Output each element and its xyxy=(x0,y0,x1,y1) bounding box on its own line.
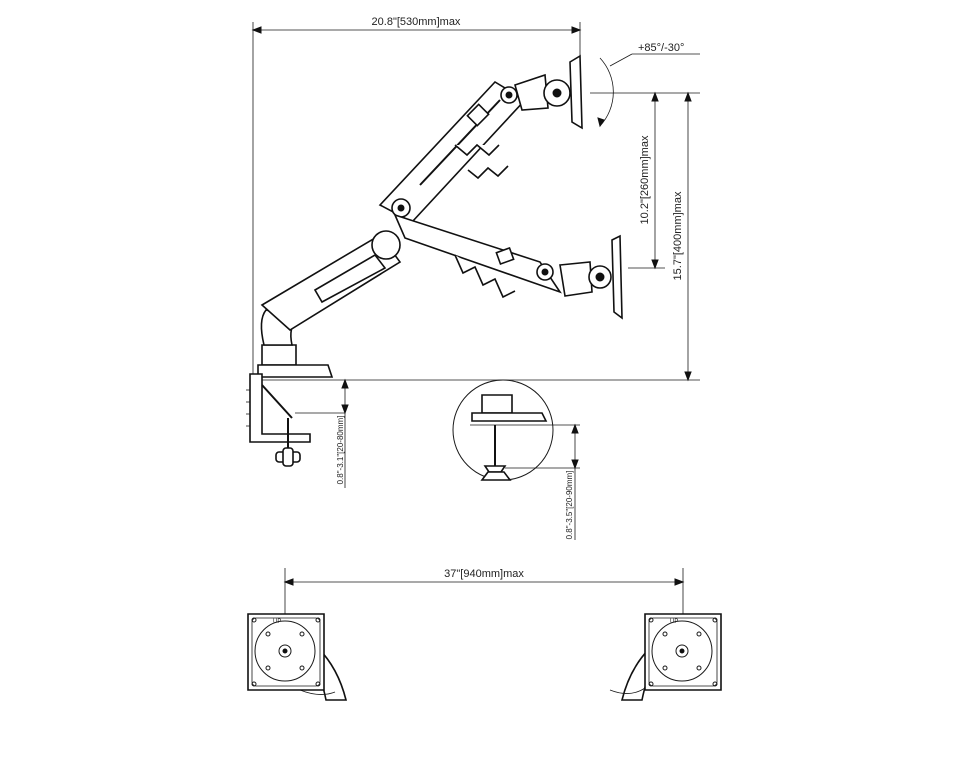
arm-reach-dimension: 20.8"[530mm]max xyxy=(251,16,582,375)
vesa-span-dimension: 37"[940mm]max xyxy=(283,568,685,660)
arm-reach-label: 20.8"[530mm]max xyxy=(372,16,461,28)
tilt-label: +85°/-30° xyxy=(638,42,684,54)
vesa-span-label: 37"[940mm]max xyxy=(444,568,524,580)
vesa-plate-left: UP xyxy=(247,613,348,701)
desk-clamp: 0.8"-3.1"[20-80mm] xyxy=(246,373,349,488)
total-height-label: 15.7"[400mm]max xyxy=(672,191,684,280)
grommet-mount-detail: 0.8"-3.5"[20-90mm] xyxy=(452,379,580,540)
grommet-thickness-label: 0.8"-3.5"[20-90mm] xyxy=(565,471,574,540)
vesa-plate-right-label: UP xyxy=(670,619,678,625)
total-height-dimension: 15.7"[400mm]max xyxy=(253,91,700,382)
lift-range-dimension: 10.2"[260mm]max xyxy=(590,91,700,270)
clamp-thickness-label: 0.8"-3.1"[20-80mm] xyxy=(336,416,345,485)
monitor-arm xyxy=(257,54,623,378)
vesa-plate-left-label: UP xyxy=(273,619,281,625)
tilt-dimension: +85°/-30° xyxy=(597,42,700,128)
vesa-plate-right: UP xyxy=(609,613,722,701)
lift-range-label: 10.2"[260mm]max xyxy=(639,135,651,224)
